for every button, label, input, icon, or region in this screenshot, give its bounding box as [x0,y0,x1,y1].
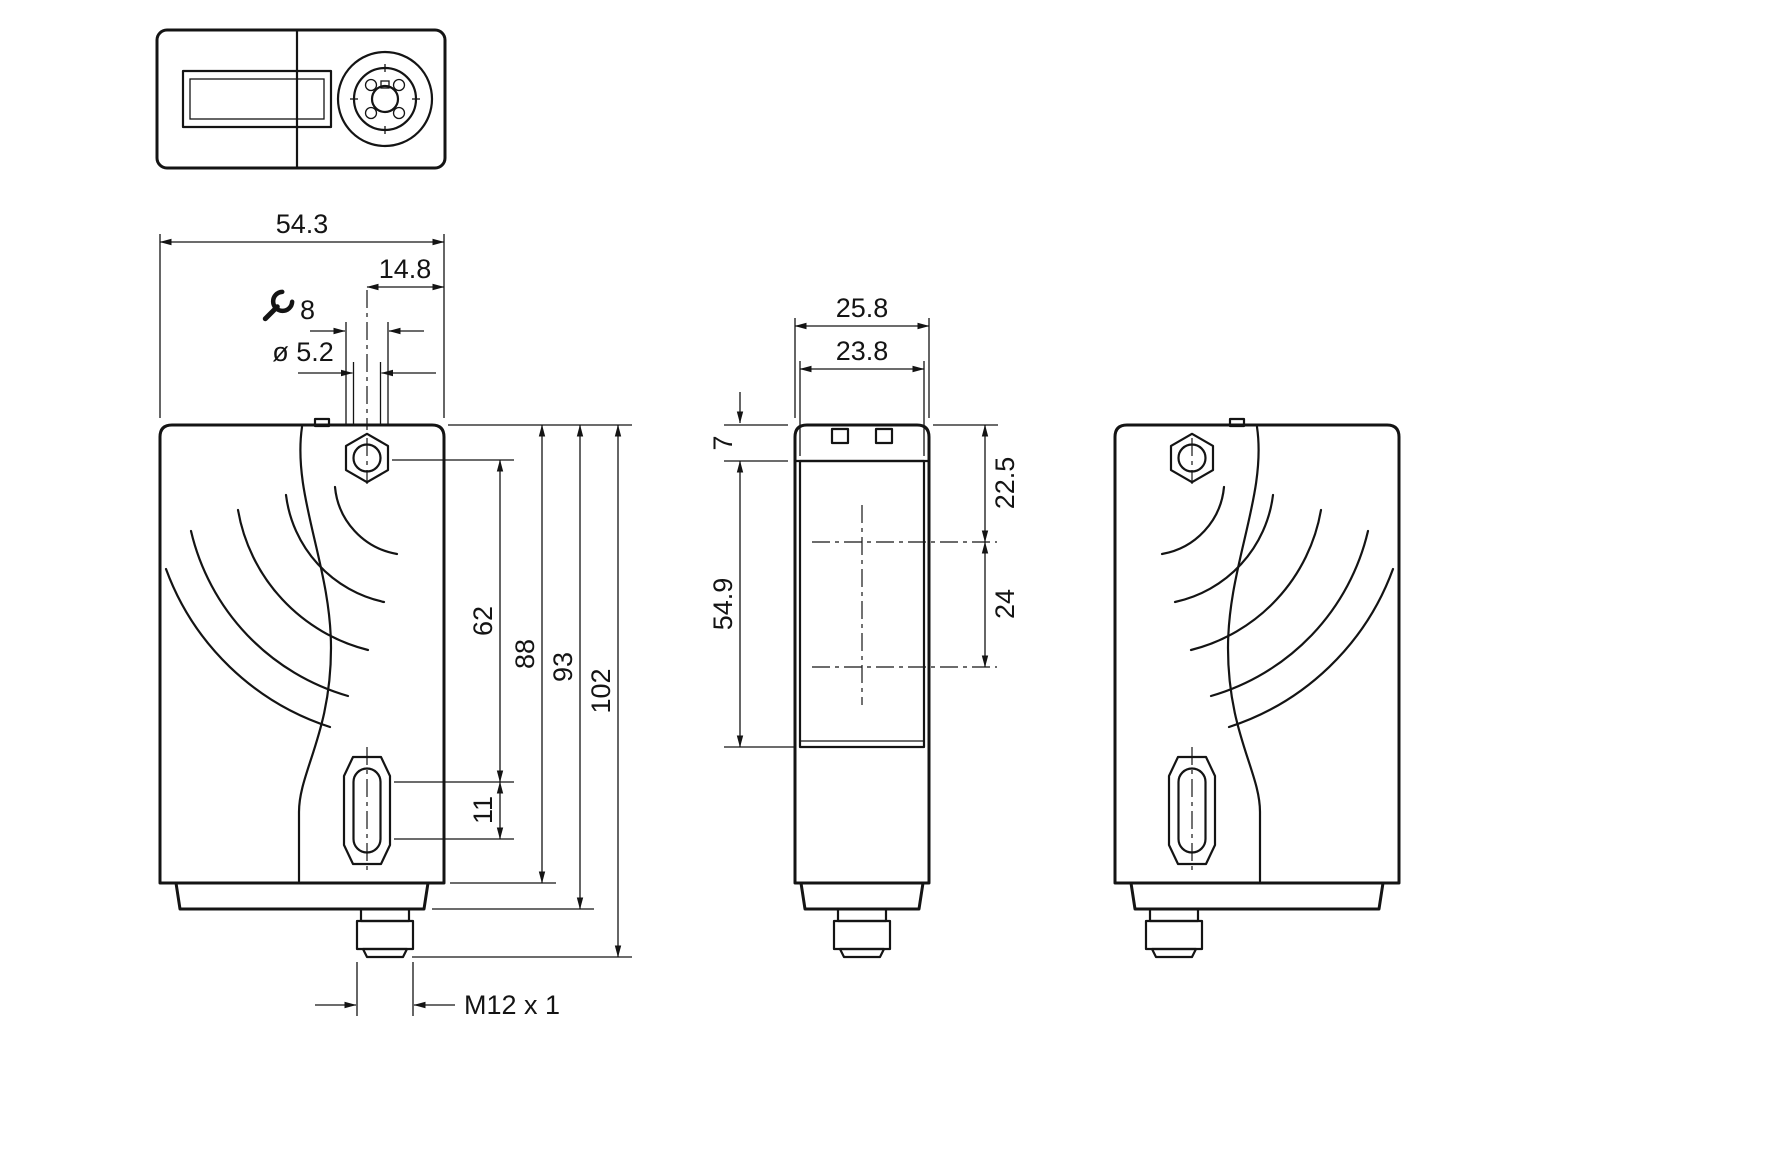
lens-divider-curve [297,425,333,883]
dim-housing-height: 88 [510,639,540,669]
dim-front-width: 25.8 [836,293,889,323]
front-view [793,423,997,959]
wrench-icon [262,289,295,322]
hex-mounting-screw [344,432,390,484]
mounting-slot [342,747,392,874]
side-view-dimensions: 54.3 14.8 8 ø 5.2 62 11 88 93 102 M [159,209,632,1020]
m12-connector [355,907,415,959]
cap-screw-right [874,427,894,445]
dim-hole-to-slot: 62 [468,606,498,636]
connector-pin [392,78,406,92]
dim-slot-length: 11 [468,796,498,824]
sensing-face [798,459,926,749]
dim-cap-height: 7 [708,435,738,450]
top-view-slot-inner [189,78,325,120]
dim-base-height: 93 [548,652,578,682]
connector-pin [392,106,406,120]
cap-seam-tab [313,417,331,428]
top-view-slot-outer [181,69,333,129]
top-view-m12-connector [336,50,434,148]
front-view-dimensions: 25.8 23.8 7 54.9 22.5 24 [708,293,1020,748]
housing-outline [158,423,446,885]
dim-face-height: 54.9 [708,578,738,631]
sound-wave-arcs [164,485,399,729]
side-view-right [1113,417,1401,959]
dim-thread: M12 x 1 [464,990,560,1020]
dim-connector-offset: 14.8 [379,254,432,284]
dim-hole-diameter: ø 5.2 [272,337,334,367]
dim-axis-spacing: 24 [990,589,1020,619]
front-m12-connector [832,907,892,959]
side-view-geometry [158,417,446,959]
dim-wrench-size: 8 [300,295,315,325]
dim-body-width: 54.3 [276,209,329,239]
top-view [155,28,447,170]
connector-pin [364,106,378,120]
front-housing-outline [793,423,931,885]
dim-face-width: 23.8 [836,336,889,366]
cap-screw-left [830,427,850,445]
connector-pin [364,78,378,92]
housing-base [174,881,430,911]
front-base [799,881,925,911]
dim-axis-from-top: 22.5 [990,457,1020,510]
connector-keyway [380,80,390,89]
dim-overall-height: 102 [586,668,616,713]
top-view-housing-outline [155,28,447,170]
